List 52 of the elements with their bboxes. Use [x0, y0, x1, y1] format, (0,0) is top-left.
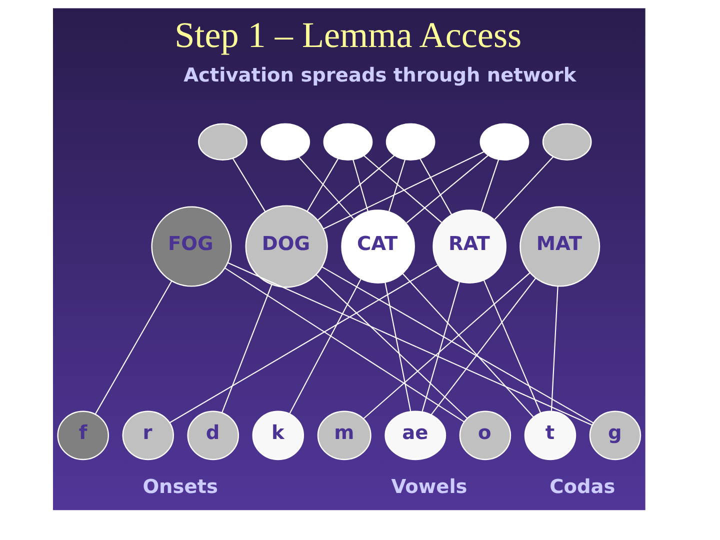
node-circle: g — [589, 410, 642, 460]
connector — [422, 282, 460, 412]
connector — [483, 280, 541, 413]
connector — [306, 158, 339, 212]
node-circle: k — [252, 410, 304, 460]
node-ellipse: ae — [384, 410, 446, 460]
label: Onsets — [142, 474, 218, 498]
node-ellipse — [260, 123, 310, 161]
connector — [289, 278, 362, 414]
node-circle: RAT — [432, 210, 506, 284]
node-circle: t — [524, 410, 576, 460]
connector — [316, 274, 468, 419]
node-ellipse — [198, 123, 248, 161]
connector — [430, 278, 536, 416]
node-ellipse — [480, 123, 530, 161]
connector — [224, 268, 465, 422]
node-circle: CAT — [341, 210, 415, 284]
diagram-title: Step 1 – Lemma Access — [174, 14, 522, 55]
node-circle: MAT — [520, 206, 600, 287]
node-circle: r — [122, 410, 174, 460]
connector — [420, 158, 452, 215]
node-circle: m — [317, 410, 372, 460]
connector — [494, 156, 554, 220]
node-circle: DOG — [245, 205, 328, 288]
connector — [352, 160, 368, 212]
connector — [221, 284, 272, 413]
connector — [363, 272, 530, 419]
node-circle: FOG — [151, 206, 232, 287]
connector — [384, 282, 412, 412]
connector — [227, 262, 592, 426]
connector — [232, 158, 266, 212]
connector — [480, 159, 500, 212]
connector — [318, 155, 395, 220]
label: Activation spreads through network — [184, 63, 576, 86]
label: Codas — [550, 474, 616, 498]
connector — [298, 156, 354, 220]
connector — [95, 280, 172, 414]
connector — [388, 159, 406, 212]
connector — [406, 155, 488, 224]
connector — [170, 264, 438, 424]
node-circle: d — [187, 410, 239, 460]
node-circle: o — [459, 410, 512, 460]
node-ellipse — [323, 123, 373, 161]
connector — [550, 286, 558, 411]
connector — [364, 155, 442, 223]
label: Vowels — [391, 474, 468, 498]
connector — [322, 266, 594, 424]
node-ellipse — [542, 123, 592, 161]
connector — [323, 151, 484, 230]
node-circle: f — [57, 410, 109, 460]
node-ellipse — [386, 123, 436, 161]
connector — [402, 273, 534, 418]
